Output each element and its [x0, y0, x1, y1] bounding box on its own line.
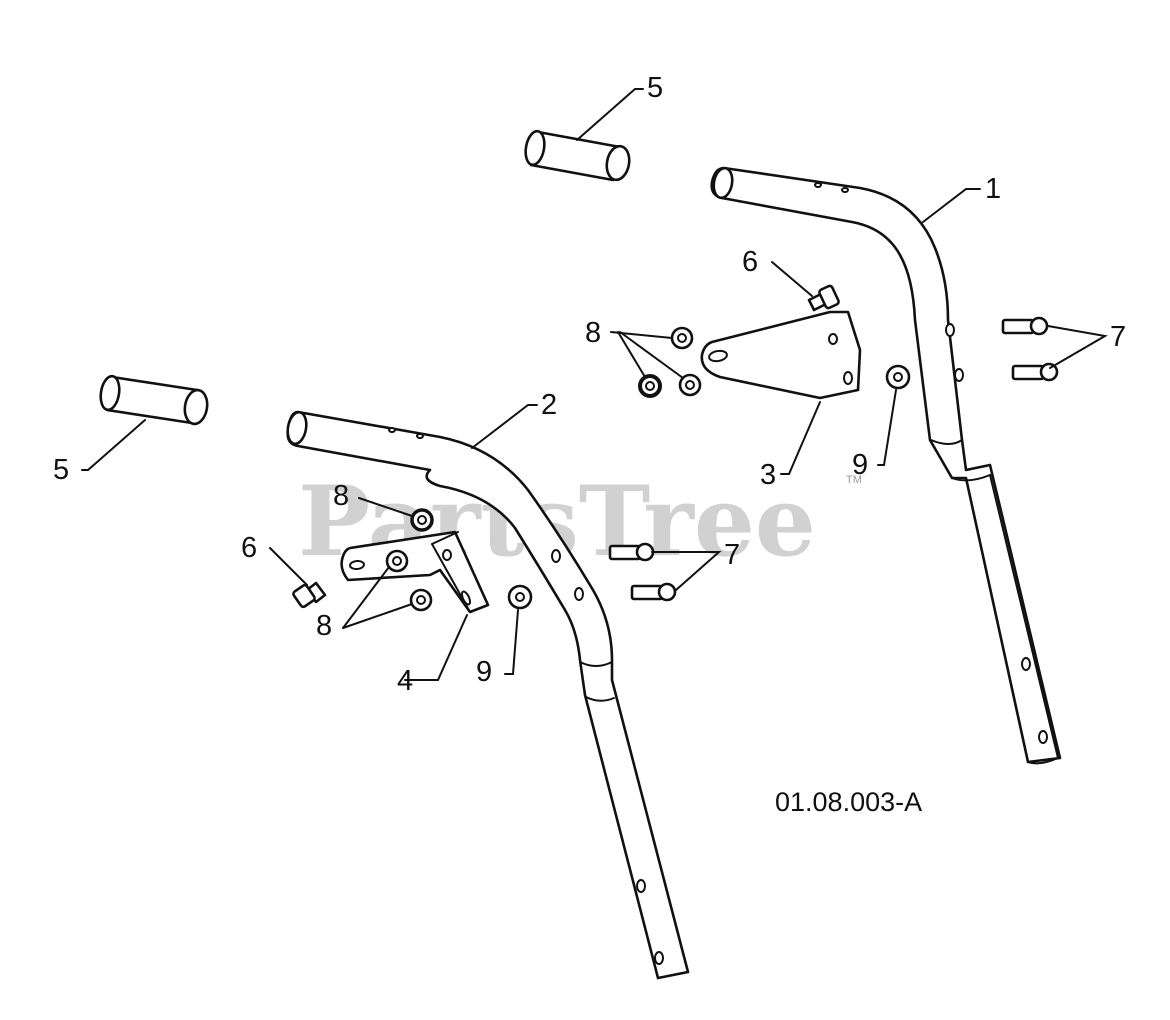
handle-left[interactable] [285, 410, 690, 980]
callout-9-left: 9 [476, 656, 492, 688]
callout-8-top: 8 [585, 317, 601, 349]
callout-9-right: 9 [852, 449, 868, 481]
nut-mid-1[interactable] [410, 508, 434, 532]
nut-low-2[interactable] [409, 588, 433, 612]
nut-low-1[interactable] [385, 549, 409, 573]
nut-top-2[interactable] [638, 374, 662, 398]
leader-lines [81, 88, 1108, 681]
callout-8-low: 8 [316, 610, 332, 642]
callout-1: 1 [985, 173, 1001, 205]
drawing-code: 01.08.003-A [775, 787, 922, 817]
trademark-mark: TM [846, 474, 862, 486]
callout-7-right: 7 [1110, 321, 1126, 353]
handle-right[interactable] [710, 166, 1062, 765]
callout-5-left: 5 [53, 454, 69, 486]
bolt-right-lower[interactable] [1011, 362, 1059, 382]
washer-right[interactable] [885, 364, 911, 390]
grip-left[interactable] [98, 374, 209, 426]
callout-5-top: 5 [647, 72, 663, 104]
bolt-mid-lower[interactable] [630, 582, 677, 602]
callout-8-mid: 8 [333, 480, 349, 512]
callout-2: 2 [541, 389, 557, 421]
nut-top-3[interactable] [678, 373, 702, 397]
screw-left[interactable] [292, 581, 327, 609]
bracket-right[interactable] [700, 310, 862, 400]
bolt-mid-upper[interactable] [608, 542, 655, 562]
washer-left[interactable] [507, 584, 533, 610]
bracket-left[interactable] [340, 530, 490, 614]
callout-3: 3 [760, 459, 776, 491]
callout-7-mid: 7 [724, 539, 740, 571]
callout-6-top: 6 [742, 246, 758, 278]
nut-top-1[interactable] [670, 326, 694, 350]
grip-top[interactable] [523, 129, 632, 182]
bolt-right-upper[interactable] [1001, 316, 1049, 336]
callout-4: 4 [397, 665, 413, 697]
callout-6-left: 6 [241, 532, 257, 564]
screw-top[interactable] [807, 284, 840, 312]
